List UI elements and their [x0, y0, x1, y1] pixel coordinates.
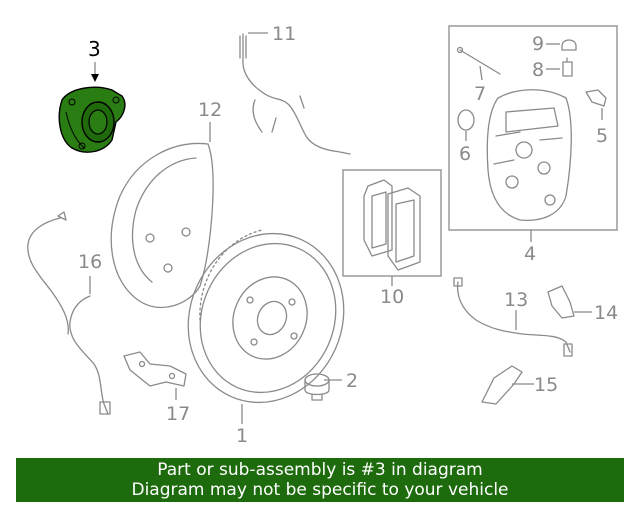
- callout-6[interactable]: 6: [459, 143, 471, 165]
- callout-12[interactable]: 12: [198, 99, 222, 121]
- callout-14[interactable]: 14: [594, 302, 618, 324]
- callout-13[interactable]: 13: [504, 289, 528, 311]
- brake-rotor-part-1[interactable]: [162, 209, 371, 428]
- callout-3[interactable]: 3: [88, 37, 101, 61]
- callout-5[interactable]: 5: [596, 125, 608, 147]
- banner-line-1: Part or sub-assembly is #3 in diagram: [157, 460, 483, 480]
- callout-16[interactable]: 16: [78, 251, 102, 273]
- sensor-cable-part-13[interactable]: [453, 277, 573, 357]
- brake-caliper-part-4[interactable]: [486, 89, 572, 222]
- bleeder-cap-part-9[interactable]: [561, 39, 577, 51]
- caliper-box: [448, 25, 618, 231]
- clip-plate-part-14[interactable]: [547, 285, 575, 319]
- sensor-wire-part-11[interactable]: [239, 33, 351, 155]
- o-ring-part-6[interactable]: [457, 109, 475, 131]
- brake-duct-part-15[interactable]: [481, 365, 523, 405]
- callout-17[interactable]: 17: [166, 403, 190, 425]
- callout-1[interactable]: 1: [236, 425, 248, 447]
- callout-2[interactable]: 2: [346, 370, 358, 392]
- bleeder-screw-part-8[interactable]: [562, 57, 573, 77]
- guide-pin-part-7[interactable]: [456, 46, 501, 75]
- nut-part-2[interactable]: [304, 373, 330, 401]
- callout-9[interactable]: 9: [532, 33, 544, 55]
- callout-7[interactable]: 7: [474, 83, 486, 105]
- dust-shield-part-12[interactable]: [110, 142, 214, 309]
- callout-15[interactable]: 15: [534, 374, 558, 396]
- banner-line-2: Diagram may not be specific to your vehi…: [131, 480, 509, 500]
- callout-8[interactable]: 8: [532, 59, 544, 81]
- wheel-hub-part-3[interactable]: [58, 86, 126, 153]
- spring-clip-part-5[interactable]: [585, 89, 607, 107]
- callout-10[interactable]: 10: [380, 286, 404, 308]
- arrow-3: [91, 74, 99, 82]
- notice-banner: Part or sub-assembly is #3 in diagram Di…: [16, 458, 624, 502]
- wear-sensor-part-16[interactable]: [27, 211, 111, 415]
- brake-pads-part-10[interactable]: [363, 179, 421, 271]
- callout-4[interactable]: 4: [524, 243, 536, 265]
- parts-diagram: 3 11 12 16 17: [27, 23, 618, 447]
- bracket-part-17[interactable]: [123, 351, 187, 387]
- callout-11[interactable]: 11: [272, 23, 296, 45]
